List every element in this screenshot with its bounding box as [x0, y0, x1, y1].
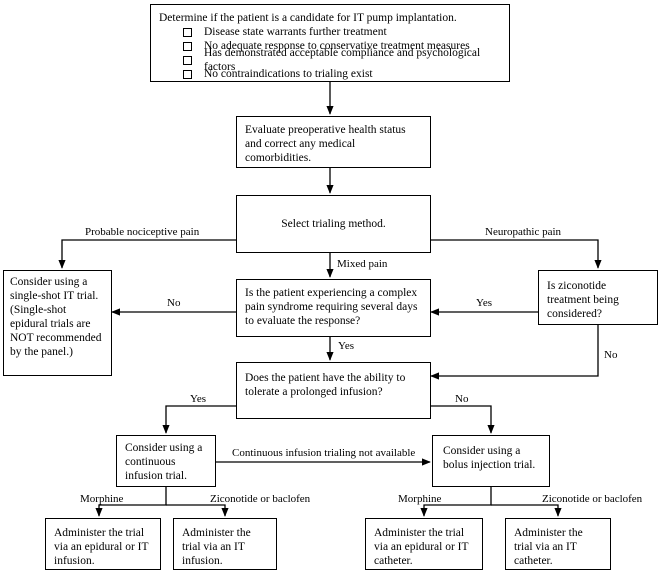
- select-method-box: Select trialing method.: [236, 195, 431, 253]
- complex-pain-text: Is the patient experiencing a complex pa…: [245, 287, 418, 327]
- checkbox-icon: [183, 27, 192, 37]
- label-neuropathic: Neuropathic pain: [485, 226, 562, 238]
- label-continuous-na: Continuous infusion trialing not availab…: [232, 447, 416, 459]
- criteria-item: No contraindications to trialing exist: [159, 67, 501, 81]
- continuous-box: Consider using a continuous infusion tri…: [116, 435, 216, 487]
- label-morphine-left: Morphine: [80, 493, 124, 505]
- single-shot-box: Consider using a single-shot IT trial. (…: [3, 270, 112, 376]
- label-nociceptive: Probable nociceptive pain: [85, 226, 200, 238]
- tolerate-box: Does the patient have the ability to tol…: [236, 362, 431, 419]
- checkbox-icon: [183, 41, 192, 51]
- leaf-epidural-it-infusion: Administer the trial via an epidural or …: [45, 518, 161, 570]
- single-shot-text: Consider using a single-shot IT trial. (…: [10, 276, 102, 358]
- label-yes-tolerate: Yes: [190, 393, 207, 405]
- leaf-it-catheter: Administer the trial via an IT catheter.: [505, 518, 611, 570]
- criteria-item: Disease state warrants further treatment: [159, 25, 501, 39]
- criteria-list: Disease state warrants further treatment…: [159, 25, 501, 81]
- evaluate-text: Evaluate preoperative health status and …: [245, 124, 406, 164]
- candidate-box: Determine if the patient is a candidate …: [150, 4, 510, 82]
- ziconotide-box: Is ziconotide treatment being considered…: [538, 270, 658, 325]
- ziconotide-text: Is ziconotide treatment being considered…: [547, 280, 619, 320]
- tolerate-text: Does the patient have the ability to tol…: [245, 372, 406, 398]
- leaf-it-infusion: Administer the trial via an IT infusion.: [173, 518, 277, 570]
- criteria-item: Has demonstrated acceptable compliance a…: [159, 47, 501, 73]
- checkbox-icon: [183, 69, 192, 79]
- bolus-box: Consider using a bolus injection trial.: [432, 435, 550, 487]
- candidate-title: Determine if the patient is a candidate …: [159, 12, 457, 24]
- checkbox-icon: [183, 55, 192, 65]
- leaf-epidural-it-catheter: Administer the trial via an epidural or …: [365, 518, 483, 570]
- label-yes-complex: Yes: [338, 340, 355, 352]
- label-morphine-right: Morphine: [398, 493, 442, 505]
- evaluate-box: Evaluate preoperative health status and …: [236, 116, 431, 168]
- label-no-tolerate: No: [455, 393, 469, 405]
- select-method-text: Select trialing method.: [281, 218, 386, 230]
- label-zico-right: Ziconotide or baclofen: [542, 493, 643, 505]
- criteria-item: No adequate response to conservative tre…: [159, 39, 501, 53]
- label-mixed: Mixed pain: [337, 258, 388, 270]
- continuous-text: Consider using a continuous infusion tri…: [125, 442, 203, 482]
- label-yes-ziconotide: Yes: [476, 297, 493, 309]
- bolus-text: Consider using a bolus injection trial.: [443, 445, 536, 471]
- label-zico-left: Ziconotide or baclofen: [210, 493, 311, 505]
- label-no-ziconotide: No: [604, 349, 618, 361]
- label-no-singleshot: No: [167, 297, 181, 309]
- complex-pain-box: Is the patient experiencing a complex pa…: [236, 279, 431, 337]
